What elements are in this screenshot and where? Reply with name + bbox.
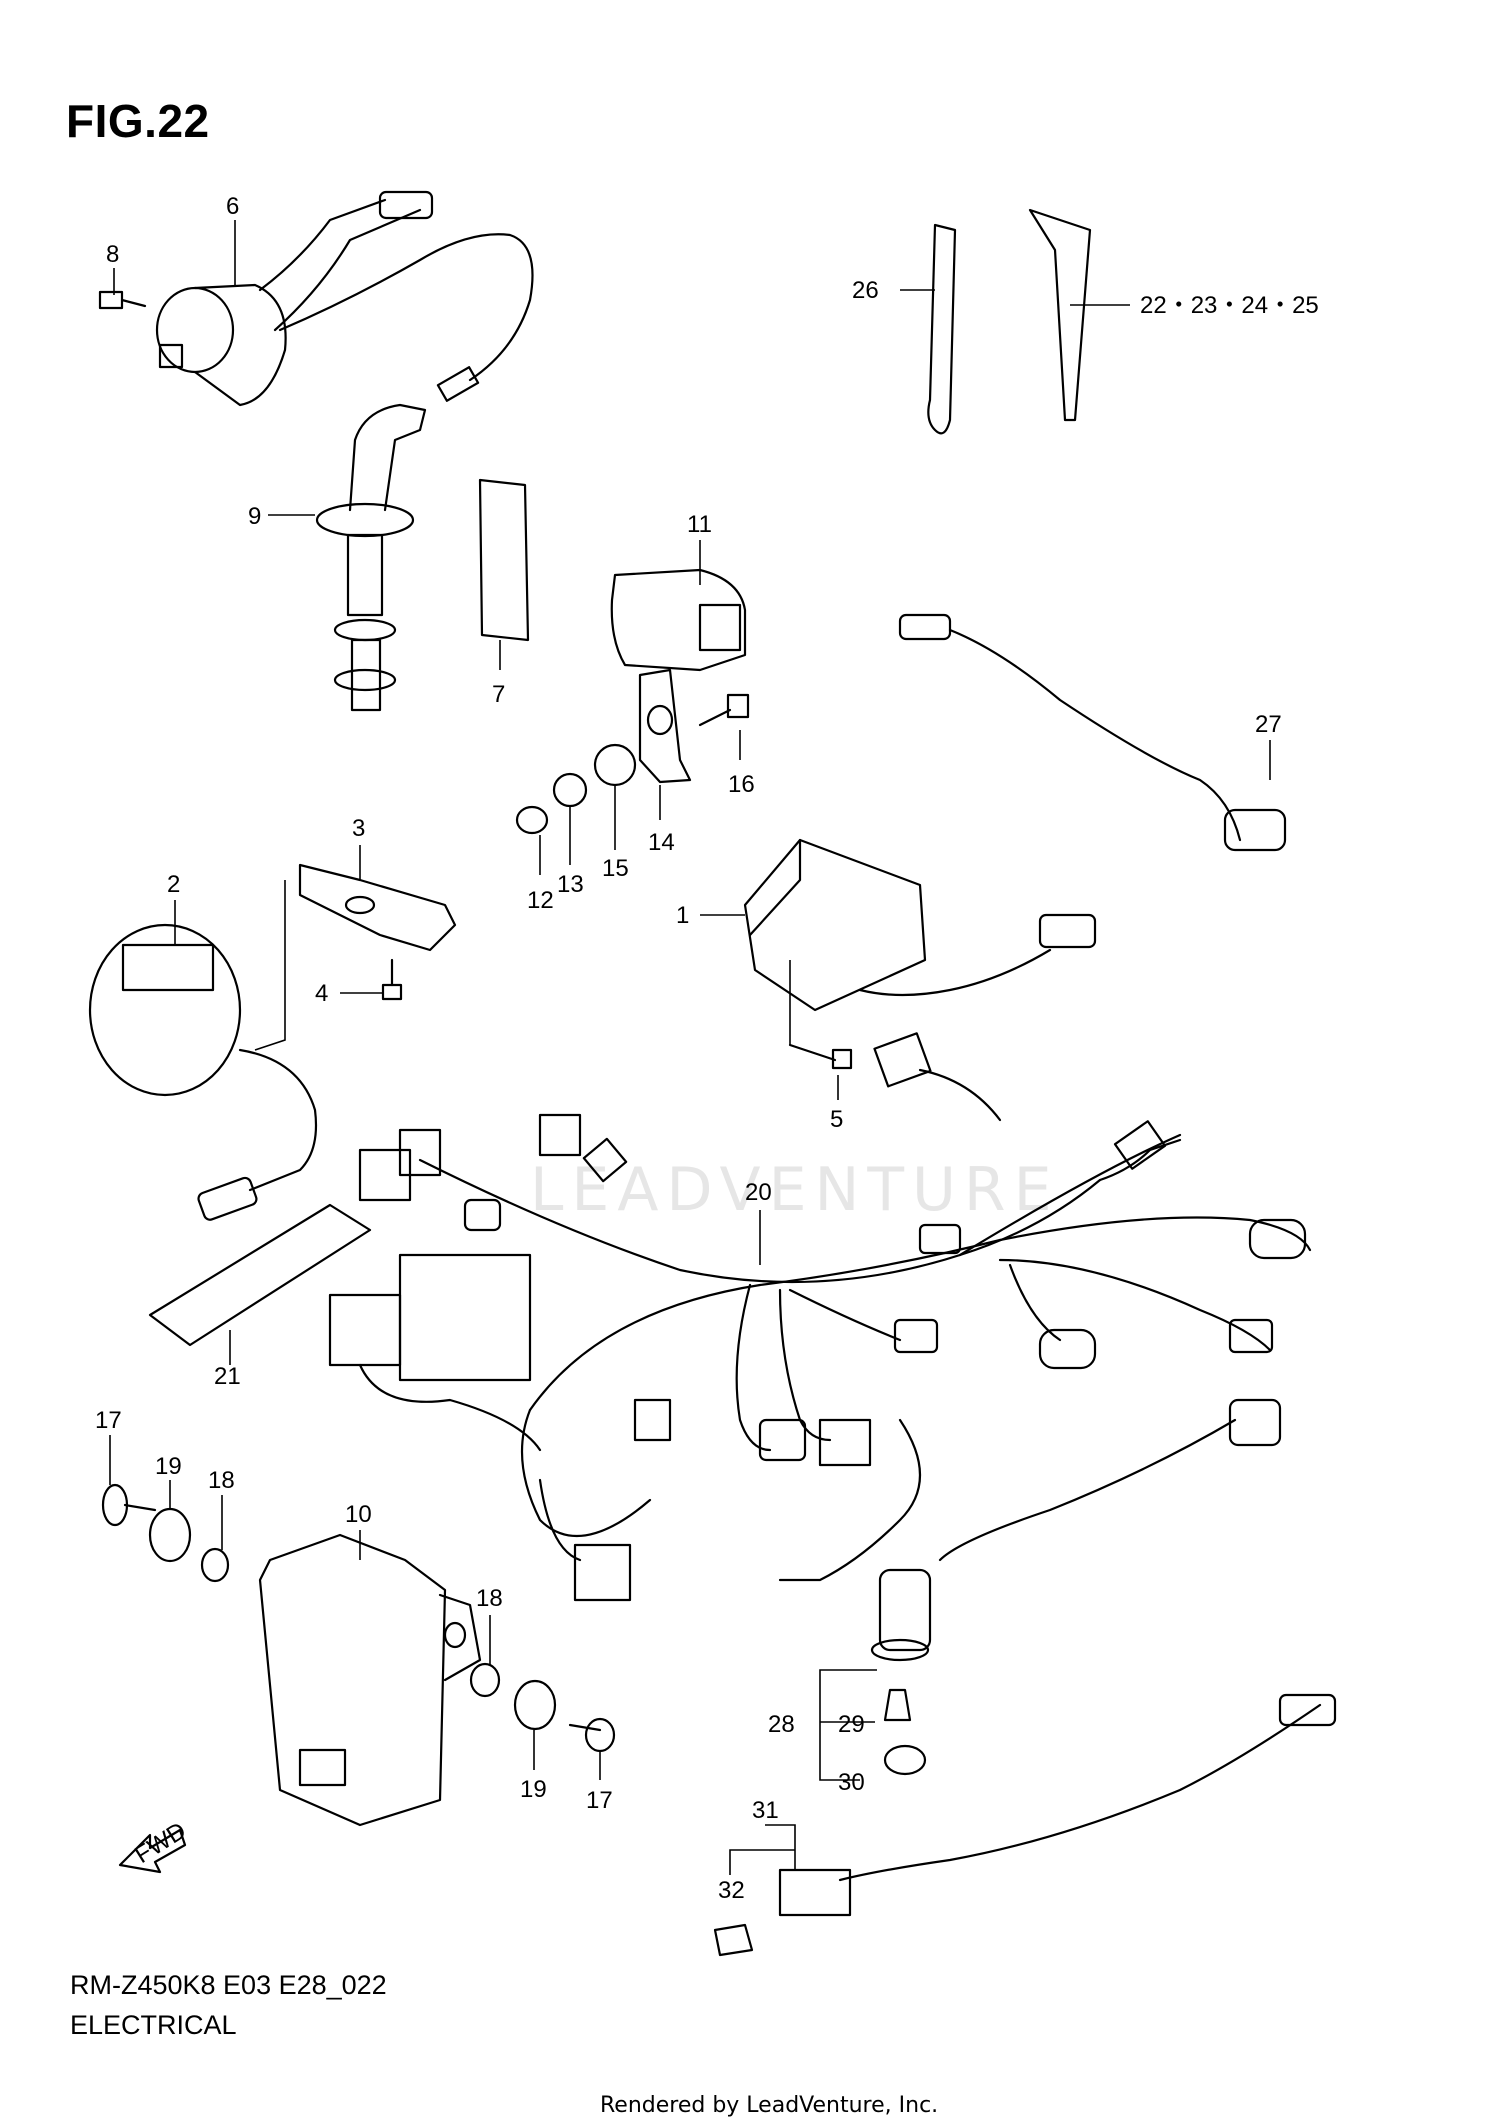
part-terminal-29[interactable] bbox=[883, 1688, 912, 1722]
figure-title: FIG.22 bbox=[66, 95, 210, 147]
callout-labels: 6 8 9 7 11 26 22・23・24・25 27 16 14 15 13… bbox=[95, 193, 1319, 1904]
part-sheet-21[interactable] bbox=[148, 1203, 372, 1347]
part-fuse-holder[interactable] bbox=[778, 1693, 1337, 1917]
part-clamp-26[interactable] bbox=[927, 223, 957, 435]
callout-7: 7 bbox=[492, 681, 505, 708]
callout-19-right: 19 bbox=[520, 1776, 547, 1803]
fwd-arrow: FWD bbox=[118, 1817, 191, 1874]
callout-30: 30 bbox=[838, 1769, 865, 1796]
part-ecu[interactable] bbox=[258, 1533, 482, 1827]
part-collar-18-left[interactable] bbox=[200, 1547, 230, 1583]
part-sensor-27[interactable] bbox=[898, 613, 1287, 852]
part-bracket-3[interactable] bbox=[298, 863, 457, 952]
part-plug-cap[interactable] bbox=[315, 403, 427, 712]
callout-2: 2 bbox=[167, 871, 180, 898]
part-ecu-connectors[interactable] bbox=[328, 1253, 542, 1452]
callout-13: 13 bbox=[557, 871, 584, 898]
part-bracket-14[interactable] bbox=[638, 668, 692, 784]
callout-11: 11 bbox=[687, 511, 712, 538]
callout-22-25: 22・23・24・25 bbox=[1140, 292, 1319, 319]
callout-18-right: 18 bbox=[476, 1585, 503, 1612]
part-grommet-19-left[interactable] bbox=[148, 1507, 192, 1563]
part-label-7[interactable] bbox=[478, 478, 530, 642]
callout-15: 15 bbox=[602, 855, 629, 882]
callout-10: 10 bbox=[345, 1501, 372, 1528]
callout-5: 5 bbox=[830, 1106, 843, 1133]
part-plug-cap-28[interactable] bbox=[778, 1398, 1282, 1662]
callout-32: 32 bbox=[718, 1877, 745, 1904]
callout-18-left: 18 bbox=[208, 1467, 235, 1494]
callout-16: 16 bbox=[728, 771, 755, 798]
part-relay[interactable] bbox=[610, 568, 747, 672]
callout-29: 29 bbox=[838, 1711, 865, 1738]
callout-17-right: 17 bbox=[586, 1787, 613, 1814]
callout-3: 3 bbox=[352, 815, 365, 842]
part-bolt-5[interactable] bbox=[788, 1043, 853, 1070]
part-wiring-harness[interactable] bbox=[358, 1032, 1312, 1602]
callout-8: 8 bbox=[106, 241, 119, 268]
svg-text:FWD: FWD bbox=[130, 1817, 191, 1869]
leader-lines bbox=[109, 220, 1271, 1875]
part-washer-13[interactable] bbox=[552, 772, 588, 808]
callout-14: 14 bbox=[648, 829, 675, 856]
callout-28: 28 bbox=[768, 1711, 795, 1738]
watermark: LEADVENTURE bbox=[530, 1155, 1060, 1225]
callout-26: 26 bbox=[852, 277, 879, 304]
model-code: RM-Z450K8 E03 E28_022 bbox=[70, 1970, 387, 2000]
part-nut-12[interactable] bbox=[515, 805, 549, 835]
callout-4: 4 bbox=[315, 980, 328, 1007]
part-seal-30[interactable] bbox=[883, 1744, 927, 1776]
section-name: ELECTRICAL bbox=[70, 2010, 237, 2040]
part-bolt-8[interactable] bbox=[98, 290, 147, 310]
part-fuse-32[interactable] bbox=[713, 1923, 754, 1957]
callout-31: 31 bbox=[752, 1797, 779, 1824]
callout-1: 1 bbox=[676, 902, 689, 929]
callout-27: 27 bbox=[1255, 711, 1282, 738]
callout-20: 20 bbox=[745, 1179, 772, 1206]
part-regulator[interactable] bbox=[743, 838, 1097, 1012]
part-ignition-coil[interactable] bbox=[155, 190, 534, 407]
part-condenser[interactable] bbox=[88, 923, 318, 1221]
part-bolt-4[interactable] bbox=[381, 958, 403, 1001]
part-bolt-17-left[interactable] bbox=[101, 1483, 157, 1527]
callout-17-left: 17 bbox=[95, 1407, 122, 1434]
part-collar-18-right[interactable] bbox=[469, 1662, 501, 1698]
part-grommet-19-right[interactable] bbox=[513, 1679, 557, 1731]
callout-21: 21 bbox=[214, 1363, 241, 1390]
part-band-22-25[interactable] bbox=[1028, 208, 1092, 422]
part-bolt-17-right[interactable] bbox=[568, 1717, 616, 1753]
callout-6: 6 bbox=[226, 193, 239, 220]
part-cushion-15[interactable] bbox=[593, 743, 637, 787]
render-credit: Rendered by LeadVenture, Inc. bbox=[600, 2093, 939, 2118]
callout-12: 12 bbox=[527, 887, 554, 914]
callout-9: 9 bbox=[248, 503, 261, 530]
callout-19-left: 19 bbox=[155, 1453, 182, 1480]
part-bolt-16[interactable] bbox=[698, 693, 750, 727]
